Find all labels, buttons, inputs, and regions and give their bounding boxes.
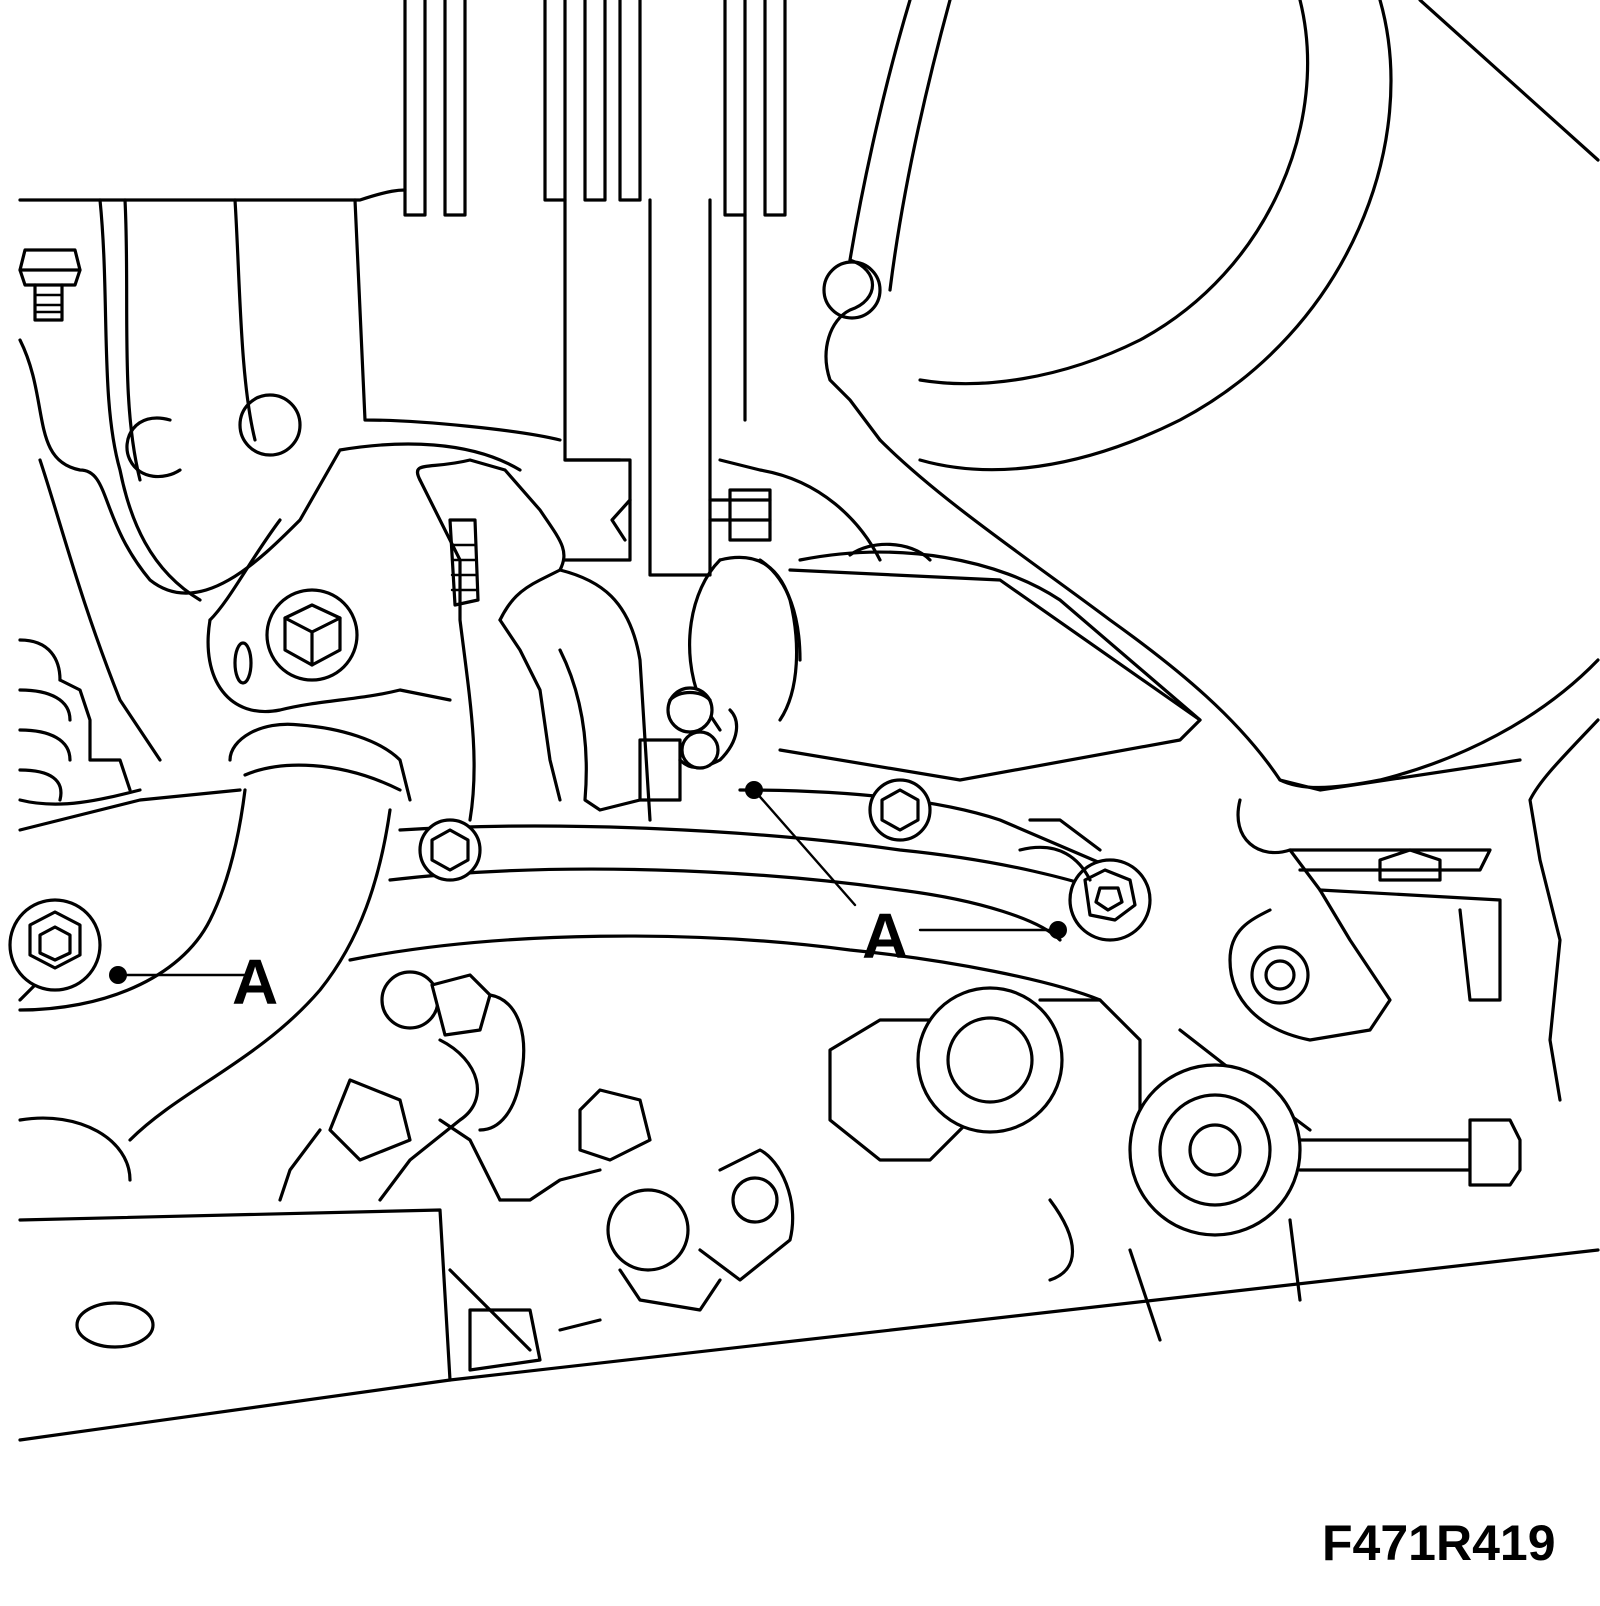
strut-mount-plates [403, 0, 787, 577]
cv-boot-left [18, 638, 142, 806]
leader-dot-center [745, 781, 763, 799]
sensor-bracket-right [1018, 798, 1502, 1042]
bolt-mid-left [265, 588, 359, 682]
axle-boot-center [688, 458, 1202, 782]
drive-hose [18, 722, 412, 1182]
callout-label-a-left: A [232, 946, 278, 1018]
bolt-top-left [18, 248, 82, 322]
bolt-a-right [1068, 858, 1152, 942]
bolt-a-left [8, 898, 102, 992]
steering-rack [278, 970, 602, 1202]
brake-shield-housing [822, 0, 1600, 1102]
leader-dot-right [1049, 921, 1067, 939]
callout-leaders [109, 781, 1067, 984]
callout-label-a-right: A [862, 900, 908, 972]
rack-bushings [578, 986, 1522, 1342]
stud-and-bracket [415, 458, 652, 822]
subframe-crossmember [18, 788, 1142, 1002]
steering-knuckle-body [18, 188, 562, 762]
bolt-crossmember-1 [418, 818, 482, 882]
figure-reference: F471R419 [1322, 1515, 1556, 1571]
bolt-crossmember-2 [868, 778, 932, 842]
bolt-center [638, 686, 739, 802]
lower-plate [18, 1208, 1600, 1442]
leader-dot-left [109, 966, 127, 984]
